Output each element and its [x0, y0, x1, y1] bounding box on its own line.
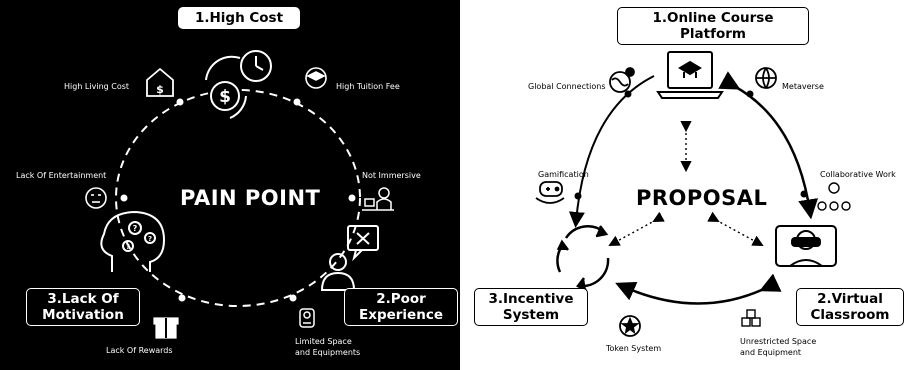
label-not-immersive: Not Immersive [362, 171, 421, 180]
label-metaverse: Metaverse [782, 82, 824, 91]
label-gamification: Gamification [538, 170, 589, 179]
high-cost-box: 1.High Cost [178, 7, 300, 29]
label-limited-space-line2: and Equipments [295, 348, 361, 357]
ring-dot [120, 194, 128, 202]
token-icon [619, 315, 641, 337]
lack-motivation-line1: 3.Lack Of [47, 291, 119, 307]
label-high-tuition-fee: High Tuition Fee [336, 82, 400, 91]
arc-dot [746, 90, 754, 98]
arrow-classroom-incentive [615, 273, 782, 305]
cycle-refresh-icon [556, 225, 610, 292]
svg-text:?: ? [148, 235, 152, 243]
lack-motivation-box: 3.Lack Of Motivation [26, 288, 140, 326]
label-lack-of-rewards: Lack Of Rewards [106, 346, 173, 355]
virtual-classroom-box: 2.Virtual Classroom [796, 288, 904, 326]
user-error-icon [320, 225, 379, 291]
virtual-classroom-line1: 2.Virtual [817, 291, 883, 307]
label-limited-space: Limited Space and Equipments [295, 336, 360, 358]
dotted-link-center-right [707, 211, 764, 247]
pain-point-title: PAIN POINT [180, 186, 321, 210]
gamepad-icon [535, 181, 565, 204]
online-course-platform-title: 1.Online Course Platform [652, 10, 774, 42]
confused-head-icon [100, 210, 166, 272]
ring-dot [289, 294, 297, 302]
ring-dot [178, 294, 186, 302]
proposal-title: PROPOSAL [636, 186, 768, 210]
ring-dot [348, 194, 356, 202]
poor-experience-line2: Experience [359, 307, 443, 323]
limited-space-icon [299, 308, 315, 328]
arc-dot [800, 190, 808, 198]
cubes-icon [741, 309, 761, 327]
graduation-cap-icon [305, 67, 327, 89]
incentive-system-box: 3.Incentive System [474, 288, 588, 326]
label-limited-space-line1: Limited Space [295, 337, 352, 346]
ring-dot [176, 98, 184, 106]
poor-experience-line1: 2.Poor [376, 291, 426, 307]
dotted-link-center-left [608, 211, 665, 247]
house-dollar-icon [146, 67, 174, 97]
virtual-classroom-line2: Classroom [810, 307, 890, 323]
proposal-panel: 1.Online Course Platform PROPOSAL 3.Ince… [460, 0, 908, 370]
label-lack-of-entertainment: Lack Of Entertainment [16, 171, 107, 180]
label-collaborative-work: Collaborative Work [820, 170, 896, 179]
ring-dot [293, 98, 301, 106]
dashed-cycle-ring [115, 89, 361, 307]
pain-point-graphics: $ $ ? [85, 50, 394, 339]
collaborative-work-icon [817, 182, 851, 211]
label-unrestricted-space-line2: and Equipment [740, 348, 802, 357]
arc-dot [624, 90, 632, 98]
svg-text:?: ? [126, 243, 130, 251]
proposal-graphics [535, 51, 851, 337]
poor-experience-box: 2.Poor Experience [344, 288, 458, 326]
pain-point-panel: $ $ ? [0, 0, 460, 370]
incentive-system-line1: 3.Incentive [488, 291, 574, 307]
svg-text:$: $ [219, 87, 231, 107]
svg-text:$: $ [156, 83, 164, 96]
dollar-clock-icon [205, 50, 272, 119]
label-token-system: Token System [606, 344, 662, 353]
metaverse-icon [755, 67, 777, 89]
gift-box-icon [153, 317, 179, 339]
globe-icon [609, 67, 635, 93]
online-course-platform-box: 1.Online Course Platform [617, 7, 809, 45]
label-unrestricted-space: Unrestricted Space and Equipment [740, 336, 816, 358]
person-computer-icon [362, 187, 394, 211]
lack-motivation-line2: Motivation [42, 307, 124, 323]
label-high-living-cost: High Living Cost [64, 82, 130, 91]
label-global-connections: Global Connections [528, 82, 606, 91]
incentive-system-line2: System [502, 307, 560, 323]
arc-dot [574, 192, 582, 200]
svg-text:?: ? [133, 224, 138, 233]
laptop-graduation-icon [656, 51, 724, 99]
label-unrestricted-space-line1: Unrestricted Space [740, 337, 817, 346]
high-cost-title: 1.High Cost [194, 10, 284, 26]
neutral-face-icon [85, 187, 107, 209]
vr-classroom-icon [775, 225, 837, 267]
